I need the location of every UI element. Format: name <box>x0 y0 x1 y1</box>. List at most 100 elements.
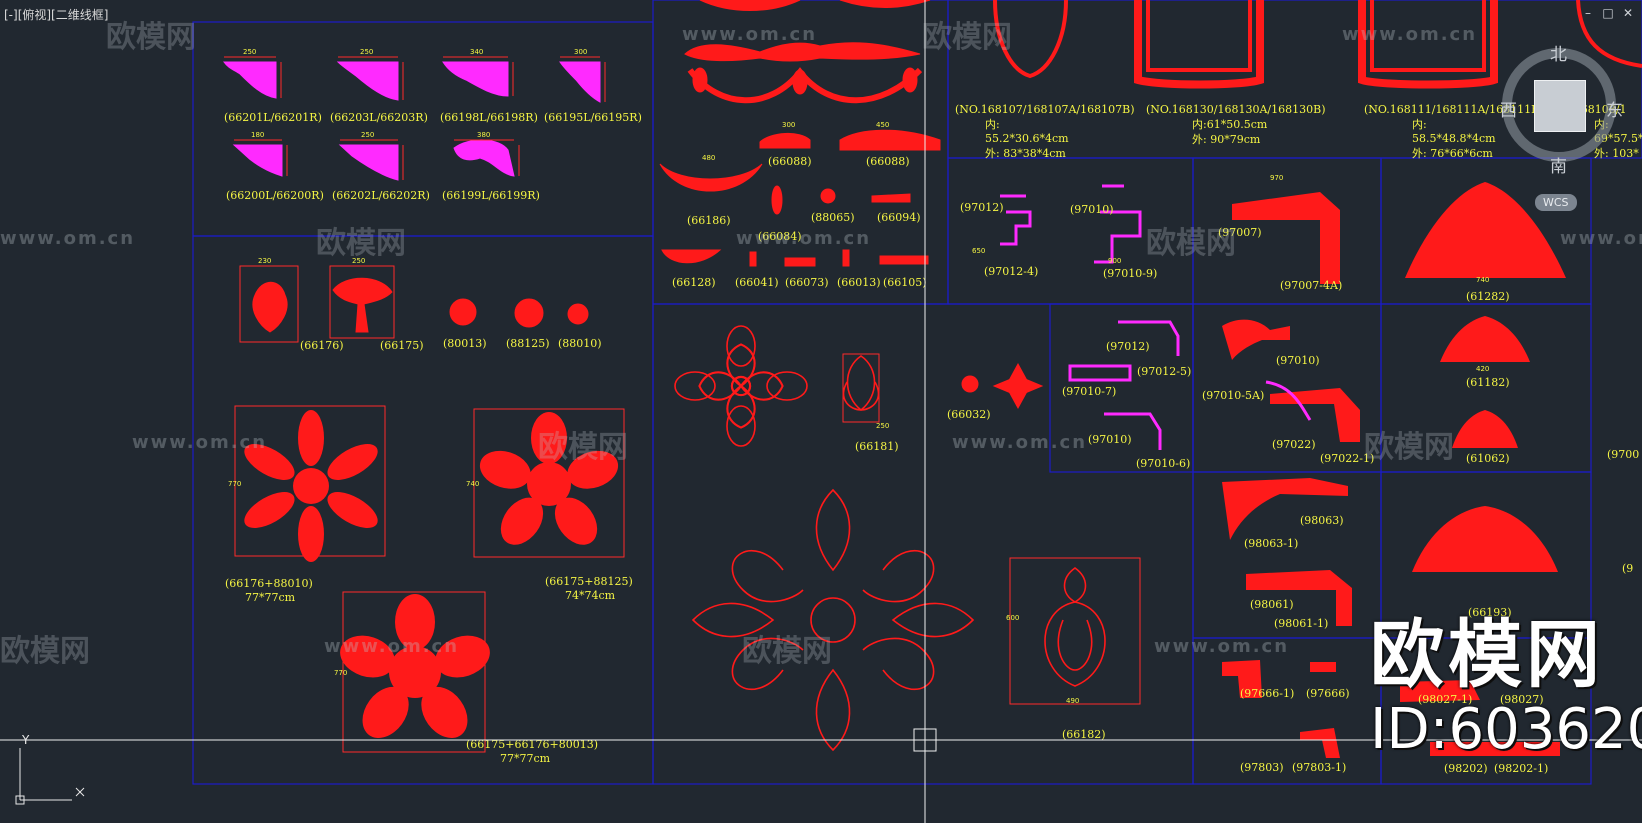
mirror-frames <box>993 0 1642 89</box>
dimension-value: 770 <box>334 669 347 677</box>
part-label: (NO.168107/168107A/168107B) <box>955 103 1135 116</box>
part-label: (97010-7) <box>1062 385 1116 398</box>
part-label: (66176+88010) <box>225 577 313 590</box>
viewcube-south[interactable]: 南 <box>1550 157 1567 177</box>
viewcube-top-face[interactable] <box>1534 80 1586 132</box>
wcs-menu-button[interactable]: WCS <box>1535 194 1577 211</box>
part-label: 58.5*48.8*4cm <box>1412 132 1496 145</box>
part-label: (98061) <box>1250 598 1294 611</box>
part-label: (97010-5A) <box>1202 389 1264 402</box>
part-label: 内: <box>1412 117 1427 131</box>
part-label: (66175) <box>380 339 424 352</box>
part-label: (66203L/66203R) <box>330 111 428 124</box>
part-label: (66195L/66195R) <box>544 111 642 124</box>
dimension-value: 490 <box>1066 697 1079 705</box>
part-label: (97007-4A) <box>1280 279 1342 292</box>
part-label: (66198L/66198R) <box>440 111 538 124</box>
part-label: (66088) <box>768 155 812 168</box>
part-label: (61062) <box>1466 452 1510 465</box>
viewcube-west[interactable]: 西 <box>1500 101 1517 121</box>
part-label: (66088) <box>866 155 910 168</box>
minimize-icon[interactable]: – <box>1585 6 1591 20</box>
part-label: (61182) <box>1466 376 1510 389</box>
part-label: (98063-1) <box>1244 537 1298 550</box>
part-label: 外: 76*66*6cm <box>1412 147 1493 160</box>
part-label: (97010-6) <box>1136 457 1190 470</box>
bracket-ornaments <box>223 61 601 181</box>
part-label: (97010) <box>1088 433 1132 446</box>
viewport-label[interactable]: [-][俯视][二维线框] <box>4 8 109 22</box>
ucs-y-label: Y <box>22 733 30 747</box>
part-label: (66193) <box>1468 606 1512 619</box>
part-label: (66105) <box>883 276 927 289</box>
dimension-value: 740 <box>1476 276 1489 284</box>
dimension-value: 970 <box>1270 174 1283 182</box>
part-labels: (66201L/66201R) (66203L/66203R) (66198L/… <box>224 103 1642 775</box>
dimension-value: 250 <box>352 257 365 265</box>
part-label: (98027-1) <box>1418 693 1472 706</box>
part-label: (97012-4) <box>984 265 1038 278</box>
dimension-value: 230 <box>258 257 271 265</box>
part-label: (98063) <box>1300 514 1344 527</box>
viewcube-ring[interactable] <box>1500 40 1632 172</box>
viewcube-north[interactable]: 北 <box>1550 45 1567 65</box>
dimension-value: 340 <box>470 48 483 56</box>
part-label: (88125) <box>506 337 550 350</box>
ucs-icon <box>15 748 85 805</box>
close-icon[interactable]: ✕ <box>1622 6 1634 20</box>
part-label: (97012) <box>1106 340 1150 353</box>
dimension-value: 180 <box>251 131 264 139</box>
dimension-value: 250 <box>360 48 373 56</box>
part-label: (97666-1) <box>1240 687 1294 700</box>
dimension-lines <box>224 56 1141 753</box>
part-label: 74*74cm <box>565 589 616 602</box>
viewcube-east[interactable]: 东 <box>1606 101 1623 121</box>
part-label: (97012) <box>960 201 1004 214</box>
part-label: (98202) <box>1444 762 1488 775</box>
pediment-ornaments <box>1222 182 1566 758</box>
part-label: (97010-9) <box>1103 267 1157 280</box>
dimension-value: 450 <box>876 121 889 129</box>
part-label: (66202L/66202R) <box>332 189 430 202</box>
part-label: (66182) <box>1062 728 1106 741</box>
dimension-value: 770 <box>228 480 241 488</box>
part-label: (97012-5) <box>1137 365 1191 378</box>
part-label: (66084) <box>758 230 802 243</box>
part-label: (98202-1) <box>1494 762 1548 775</box>
brand-watermark: 欧模网 <box>1370 612 1604 698</box>
part-label: (66201L/66201R) <box>224 111 322 124</box>
part-label: 外: 90*79cm <box>1192 133 1261 146</box>
part-label: (9 <box>1622 562 1633 575</box>
outline-ornaments <box>674 325 1106 752</box>
profile-ornaments <box>1000 184 1312 450</box>
dimension-value: 250 <box>243 48 256 56</box>
part-label: (88010) <box>558 337 602 350</box>
sheet-frames <box>192 0 1642 785</box>
medallions <box>244 410 619 738</box>
part-label: (66175+88125) <box>545 575 633 588</box>
part-label: (66186) <box>687 214 731 227</box>
part-label: 内:61*50.5cm <box>1192 117 1268 131</box>
dimension-value: 740 <box>466 480 479 488</box>
viewcube[interactable]: 北 南 西 东 <box>1500 40 1632 177</box>
part-label: (88065) <box>811 211 855 224</box>
dimension-value: 300 <box>782 121 795 129</box>
dimension-value: 600 <box>1006 614 1019 622</box>
part-label: (61282) <box>1466 290 1510 303</box>
part-label: (66041) <box>735 276 779 289</box>
part-label: 外: 83*38*4cm <box>985 147 1066 160</box>
brand-id: ID:603620 <box>1370 697 1642 762</box>
part-label: (98061-1) <box>1274 617 1328 630</box>
part-label: (66073) <box>785 276 829 289</box>
part-label: (9700 <box>1607 448 1639 461</box>
part-label: (66181) <box>855 440 899 453</box>
part-label: (66175+66176+80013) <box>466 738 598 751</box>
part-label: (66128) <box>672 276 716 289</box>
part-label: (97022-1) <box>1320 452 1374 465</box>
dimension-value: 250 <box>361 131 374 139</box>
restore-icon[interactable]: □ <box>1602 6 1614 20</box>
part-label: (66094) <box>877 211 921 224</box>
part-label: (NO.168130/168130A/168130B) <box>1146 103 1326 116</box>
